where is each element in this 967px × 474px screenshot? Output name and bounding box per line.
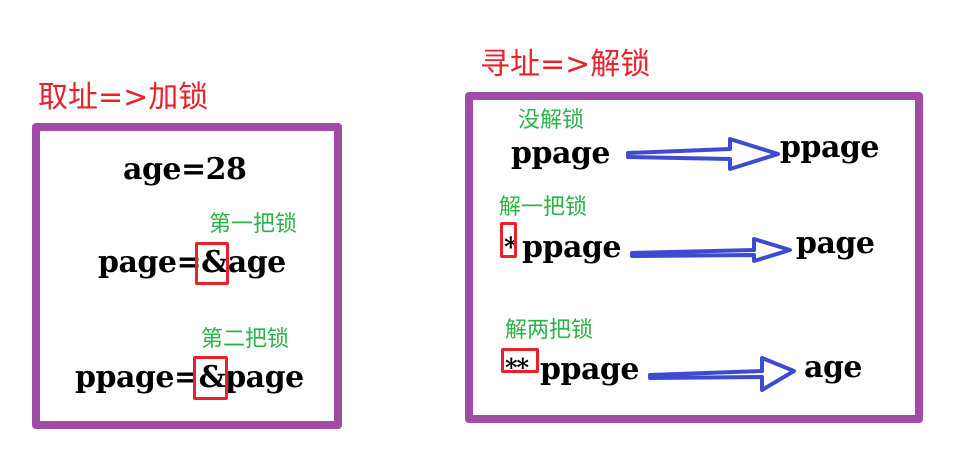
address-of-operator: & xyxy=(198,360,226,395)
page-assignment-prefix: page= xyxy=(98,245,202,280)
highlight-box-star-2 xyxy=(501,348,539,373)
arrow-right-icon xyxy=(630,237,792,263)
page-assignment-suffix: age xyxy=(227,245,287,280)
arrow-right-icon xyxy=(626,137,780,171)
ppage-assignment-prefix: ppage= xyxy=(75,360,199,395)
result-age: age xyxy=(804,350,863,385)
result-ppage: ppage xyxy=(780,130,879,165)
lock-label-one: 解一把锁 xyxy=(499,195,588,220)
ppage-assignment-suffix: page xyxy=(225,360,304,395)
highlight-box-ampersand-1 xyxy=(195,242,229,285)
age-declaration: age=28 xyxy=(123,152,247,187)
highlight-box-ampersand-2 xyxy=(193,356,228,400)
left-panel-frame xyxy=(32,123,342,429)
result-page: page xyxy=(796,226,875,261)
lock-label-none: 没解锁 xyxy=(518,108,585,133)
right-panel-frame xyxy=(465,92,923,423)
lock-label-first: 第一把锁 xyxy=(209,212,298,237)
left-panel-title: 取址=>加锁 xyxy=(38,80,209,115)
ppage-assignment: ppage=&page xyxy=(75,360,304,396)
expr-ppage: ppage xyxy=(511,136,610,171)
lock-label-second: 第二把锁 xyxy=(201,327,290,352)
lock-label-two: 解两把锁 xyxy=(505,318,594,343)
arrow-right-icon xyxy=(648,356,796,392)
page-assignment: page=&age xyxy=(98,245,286,281)
right-panel-title: 寻址=>解锁 xyxy=(480,47,651,82)
expr-ppage-deref-2: ppage xyxy=(540,352,639,387)
dereference-operator-double: ** xyxy=(505,353,529,382)
address-of-operator: & xyxy=(201,245,228,280)
highlight-box-star-1 xyxy=(500,222,517,258)
expr-ppage-deref-1: ppage xyxy=(522,230,621,265)
